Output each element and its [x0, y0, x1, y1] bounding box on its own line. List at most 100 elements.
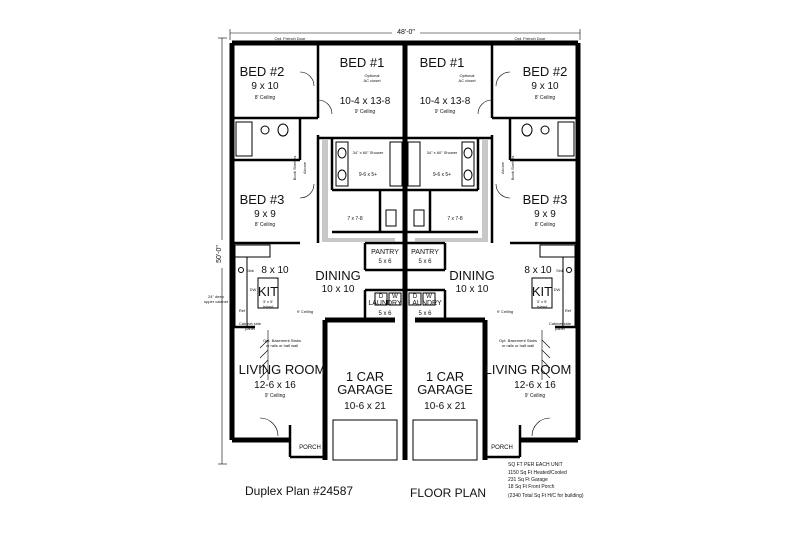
right-island-label: Island	[537, 304, 548, 309]
right-bath-size: 9-6 x 5+	[433, 172, 451, 178]
left-alcove: Alcove	[302, 161, 307, 174]
left-bed3-name: BED #3	[240, 192, 285, 207]
right-kitchen-size: 8 x 10	[524, 265, 552, 276]
right-ac-note-1: Optional	[460, 73, 475, 78]
right-stairs	[541, 330, 551, 380]
right-bed2-ceiling: 8' Ceiling	[535, 95, 556, 101]
right-bed1-ceiling: 9' Ceiling	[435, 109, 456, 115]
left-garage-name-2: GARAGE	[337, 382, 393, 397]
right-dining-ceiling: 9' Ceiling	[497, 309, 513, 314]
left-dining-ceiling: 9' Ceiling	[297, 309, 313, 314]
right-dw-label: DW	[554, 287, 561, 292]
sqft-heated: 1150 Sq Ft Heated/Cooled	[508, 470, 567, 476]
left-washer: W	[392, 294, 398, 300]
left-dryer: D	[379, 294, 384, 300]
right-island-size: 3' x 5'	[537, 299, 547, 304]
right-ref-label: Ref	[565, 308, 572, 313]
left-ac-note-2: AC closet	[363, 78, 381, 83]
left-upper-cabinet-2: upper cabinet	[204, 299, 229, 304]
right-unit-walls	[405, 43, 578, 329]
right-ac-note-2: AC closet	[458, 78, 476, 83]
right-basement-note-2: or rails or half wall	[502, 343, 534, 348]
right-dining-size: 10 x 10	[456, 284, 489, 295]
right-sink-label: Sink	[556, 268, 564, 273]
sqft-garage: 231 Sq Ft Garage	[508, 477, 548, 483]
right-closet-size: 7 x 7-8	[447, 216, 463, 222]
right-living-name: LIVING ROOM	[485, 362, 572, 377]
left-bed3-ceiling: 8' Ceiling	[255, 222, 276, 228]
left-living-name: LIVING ROOM	[239, 362, 326, 377]
left-upper-cabinet-1: 24" deep	[208, 294, 225, 299]
left-cabinet-note-1: Cabinet side	[239, 321, 262, 326]
right-bed3-size: 9 x 9	[534, 209, 556, 220]
right-bed1-name: BED #1	[420, 55, 465, 70]
left-closet-size: 7 x 7-8	[347, 216, 363, 222]
right-bed3-ceiling: 8' Ceiling	[535, 222, 556, 228]
sqft-total: (2340 Total Sq Ft H/C for building)	[508, 493, 584, 499]
left-kitchen-size: 8 x 10	[261, 265, 289, 276]
left-porch: PORCH	[299, 445, 321, 451]
left-door-swings	[259, 71, 333, 437]
right-dining-name: DINING	[449, 268, 495, 283]
plan-number: Duplex Plan #24587	[245, 484, 353, 498]
left-bed3-size: 9 x 9	[254, 209, 276, 220]
right-laundry-size: 5 x 6	[418, 311, 432, 317]
left-bed1-size: 10-4 x 13-8	[340, 96, 391, 107]
left-kitchen-name: KIT	[258, 284, 278, 299]
left-bed2-name: BED #2	[240, 64, 285, 79]
floor-plan-title: FLOOR PLAN	[410, 486, 486, 500]
left-basement-note-2: or rails or half wall	[266, 343, 298, 348]
left-laundry-name: LAUNDRY	[368, 300, 402, 307]
left-stairs	[259, 330, 269, 380]
right-bed2-size: 9 x 10	[531, 81, 559, 92]
right-french-door-note: Opt. French Door	[515, 36, 547, 41]
right-unit-labels: Opt. French Door BED #1 Optional AC clos…	[408, 36, 572, 451]
right-bed1-size: 10-4 x 13-8	[420, 96, 471, 107]
right-dryer: D	[413, 294, 418, 300]
right-living-ceiling: 9' Ceiling	[525, 393, 546, 399]
left-book-shelves: Book Shelves	[292, 156, 297, 180]
left-unit-labels: Opt. French Door BED #2 9 x 10 8' Ceilin…	[204, 36, 402, 451]
right-book-shelves: Book Shelves	[510, 156, 515, 180]
sqft-porch: 18 Sq Ft Front Porch	[508, 484, 555, 490]
left-island-label: Island	[263, 304, 274, 309]
sqft-title: SQ FT PER EACH UNIT	[508, 462, 563, 468]
right-garage-name-1: 1 CAR	[426, 369, 464, 384]
right-cabinet-note-2: panel	[555, 326, 565, 331]
right-cabinet-note-1: Cabinet side	[549, 321, 572, 326]
right-shower-label: 34" x 60" Shower	[427, 150, 458, 155]
exterior-walls	[229, 40, 581, 460]
left-garage-name-1: 1 CAR	[346, 369, 384, 384]
left-bed1-ceiling: 9' Ceiling	[355, 109, 376, 115]
right-garage-size: 10-6 x 21	[424, 401, 466, 412]
right-fixtures	[407, 121, 575, 309]
left-dw-label: DW	[250, 287, 257, 292]
right-living-size: 12-6 x 16	[514, 380, 556, 391]
left-pantry-size: 5 x 6	[378, 259, 392, 265]
footer: Duplex Plan #24587 FLOOR PLAN SQ FT PER …	[245, 462, 584, 500]
left-fixtures	[235, 121, 403, 309]
right-washer: W	[426, 294, 432, 300]
left-dining-size: 10 x 10	[322, 284, 355, 295]
left-shower-label: 34" x 60" Shower	[353, 150, 384, 155]
left-pantry-name: PANTRY	[371, 249, 399, 256]
right-pantry-size: 5 x 6	[418, 259, 432, 265]
right-bed3-name: BED #3	[523, 192, 568, 207]
right-basement-note-1: Opt. Basement Stairs	[499, 338, 537, 343]
left-laundry-size: 5 x 6	[378, 311, 392, 317]
left-ac-note-1: Optional	[365, 73, 380, 78]
left-basement-note-1: Opt. Basement Stairs	[263, 338, 301, 343]
right-alcove: Alcove	[500, 161, 505, 174]
left-dining-name: DINING	[315, 268, 361, 283]
garage-doors	[332, 419, 478, 461]
left-french-door-note: Opt. French Door	[275, 36, 307, 41]
overall-width-label: 48'-0"	[397, 29, 415, 36]
overall-depth-label: 50'-0"	[216, 245, 223, 263]
left-bath-size: 9-6 x 5+	[359, 172, 377, 178]
left-cabinet-note-2: panel	[245, 326, 255, 331]
right-kitchen-name: KIT	[532, 284, 552, 299]
right-garage-name-2: GARAGE	[417, 382, 473, 397]
right-bed2-name: BED #2	[523, 64, 568, 79]
left-bed2-size: 9 x 10	[251, 81, 279, 92]
